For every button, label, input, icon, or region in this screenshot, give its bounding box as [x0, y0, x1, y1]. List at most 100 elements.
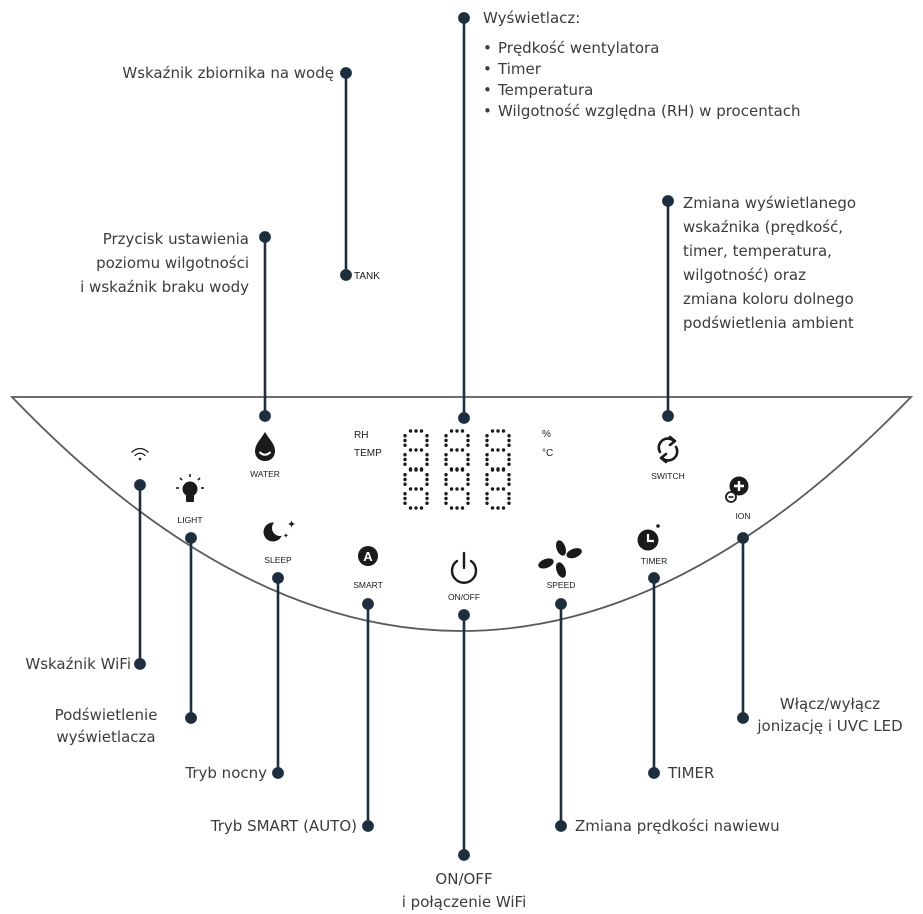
ion-callout-line: jonizację i UVC LED — [757, 717, 903, 735]
display-dot — [403, 473, 407, 477]
display-dot — [485, 496, 489, 501]
ion-plus-minus-icon — [725, 476, 749, 503]
display-dot — [403, 434, 407, 438]
rh-indicator: RH — [354, 430, 368, 441]
timer-label[interactable]: TIMER — [641, 556, 667, 566]
display-dot — [485, 453, 489, 457]
display-dot — [485, 492, 489, 496]
onoff-callout-line: i połączenie WiFi — [401, 893, 527, 911]
display-dot — [490, 487, 495, 491]
moon-stars-icon: ✦ ✦ — [263, 518, 296, 542]
display-dot — [507, 496, 511, 501]
display-dot — [414, 448, 418, 452]
display-dot — [444, 438, 448, 443]
onoff-label[interactable]: ON/OFF — [448, 592, 480, 602]
display-dot — [460, 448, 465, 452]
onoff-callout: ON/OFF i połączenie WiFi — [364, 868, 564, 914]
display-dot — [485, 443, 489, 447]
display-dot — [449, 448, 454, 452]
display-dot — [403, 457, 407, 462]
display-dot — [466, 477, 470, 482]
display-dot — [403, 482, 407, 486]
display-dot — [425, 492, 429, 496]
humidity-callout-line: i wskaźnik braku wody — [80, 278, 249, 296]
switch-callout: Zmiana wyświetlanego wskaźnika (prędkość… — [683, 191, 856, 335]
display-dot — [466, 473, 470, 477]
display-dot — [485, 457, 489, 462]
switch-label[interactable]: SWITCH — [651, 471, 685, 481]
display-dot — [403, 501, 407, 505]
display-dot — [419, 487, 424, 491]
display-dot — [444, 462, 448, 466]
display-dot — [485, 482, 489, 486]
display-item-timer: Timer — [483, 59, 801, 80]
display-dot — [466, 443, 470, 447]
display-dot — [466, 482, 470, 486]
display-dot — [507, 443, 511, 447]
display-dot — [507, 473, 511, 477]
display-dot — [485, 462, 489, 466]
display-dot — [425, 438, 429, 443]
svg-text:✦: ✦ — [283, 532, 289, 540]
display-dot — [507, 492, 511, 496]
display-dot — [403, 443, 407, 447]
display-dot — [425, 434, 429, 438]
water-drop-icon — [255, 432, 275, 461]
display-dot — [425, 457, 429, 462]
display-callout-title: Wyświetlacz: — [483, 9, 581, 27]
display-dot — [501, 506, 506, 510]
display-dot — [485, 477, 489, 482]
display-dot — [414, 487, 418, 491]
display-dot — [449, 506, 454, 510]
smart-label[interactable]: SMART — [353, 580, 383, 590]
ion-label[interactable]: ION — [735, 511, 750, 521]
sleep-label[interactable]: SLEEP — [264, 555, 292, 565]
display-dot — [466, 462, 470, 466]
display-dot — [466, 438, 470, 443]
temp-indicator: TEMP — [354, 448, 382, 459]
display-item-fan-speed: Prędkość wentylatora — [483, 38, 801, 59]
display-dot — [419, 429, 424, 433]
display-dot — [455, 468, 459, 472]
display-dot — [408, 487, 413, 491]
display-dot — [507, 438, 511, 443]
speed-label[interactable]: SPEED — [547, 580, 576, 590]
display-dot — [425, 443, 429, 447]
display-dot — [466, 434, 470, 438]
humidity-button-callout: Przycisk ustawienia poziomu wilgotności … — [80, 227, 249, 299]
display-dot — [507, 501, 511, 505]
display-dot — [449, 487, 454, 491]
display-dot — [403, 438, 407, 443]
switch-callout-line: wskaźnika (prędkość, — [683, 218, 844, 236]
display-dot — [507, 482, 511, 486]
light-callout-line: Podświetlenie — [54, 706, 158, 724]
timer-icon — [637, 524, 660, 551]
display-dot — [455, 506, 459, 510]
display-dot — [485, 501, 489, 505]
water-label[interactable]: WATER — [250, 469, 280, 479]
display-dot — [444, 443, 448, 447]
fan-icon — [538, 540, 582, 578]
switch-callout-line: wilgotność) oraz — [683, 266, 806, 284]
light-label[interactable]: LIGHT — [177, 515, 202, 525]
smart-callout: Tryb SMART (AUTO) — [210, 817, 357, 835]
display-dot — [460, 468, 465, 472]
speed-callout: Zmiana prędkości nawiewu — [575, 817, 780, 835]
display-dot — [466, 496, 470, 501]
leader-lines — [134, 12, 749, 861]
display-dot — [496, 448, 500, 452]
timer-callout: TIMER — [668, 764, 715, 782]
display-dot — [425, 477, 429, 482]
display-dot — [490, 468, 495, 472]
display-dot — [419, 448, 424, 452]
display-dot — [408, 468, 413, 472]
svg-text:A: A — [363, 549, 373, 564]
seven-segment-display — [403, 429, 511, 510]
display-dot — [507, 434, 511, 438]
display-dot — [444, 482, 448, 486]
display-dot — [466, 492, 470, 496]
wifi-icon — [131, 447, 149, 461]
display-dot — [425, 496, 429, 501]
display-dot — [444, 473, 448, 477]
display-dot — [408, 448, 413, 452]
